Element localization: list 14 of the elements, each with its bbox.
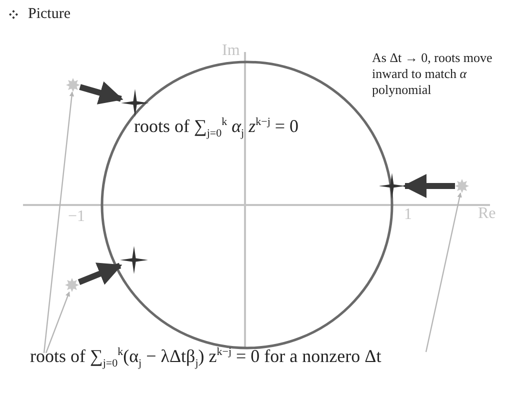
formula-text: roots of ∑$_{j=0}$$^{k}$(α$_{j}$ − λΔtβ$_{j}$) z$^{k−j}$ = 0 for a nonzero Δt xyxy=(30,346,382,370)
leader-line xyxy=(43,92,74,354)
arrow xyxy=(78,262,122,285)
tick-label: 1 xyxy=(404,206,412,224)
axis-label: Re xyxy=(478,205,496,223)
axis-label: Im xyxy=(222,42,240,60)
heading-text: Picture xyxy=(28,6,70,23)
leader-line xyxy=(45,292,70,354)
leader-line xyxy=(425,192,462,352)
tick-label: −1 xyxy=(68,208,86,226)
arrow xyxy=(402,174,455,198)
note-text: As Δt → 0, roots move inward to match α polynomial xyxy=(372,50,494,98)
formula-text: roots of ∑$_{j=0}$$^{k}$ α$_{j}$ z$^{k−j}$ = 0 xyxy=(134,116,299,140)
arrow xyxy=(79,81,124,104)
